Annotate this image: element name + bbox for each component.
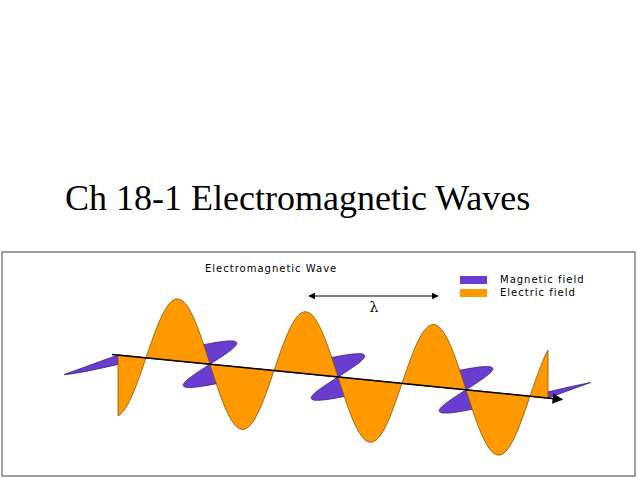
- image-frame: [2, 252, 635, 476]
- illustration-heading: Electromagnetic Wave: [205, 263, 337, 275]
- legend-text: Magnetic field: [500, 274, 585, 286]
- slide-title: Ch 18-1 Electromagnetic Waves: [65, 178, 530, 219]
- wavelength-symbol: λ: [370, 300, 379, 314]
- legend-text: Electric field: [500, 287, 576, 299]
- wavelength-arrow: [309, 296, 438, 297]
- propagation-axis: [112, 354, 562, 399]
- legend-swatch: [460, 289, 487, 297]
- wave-group: [64, 299, 590, 455]
- legend-swatch: [460, 276, 487, 284]
